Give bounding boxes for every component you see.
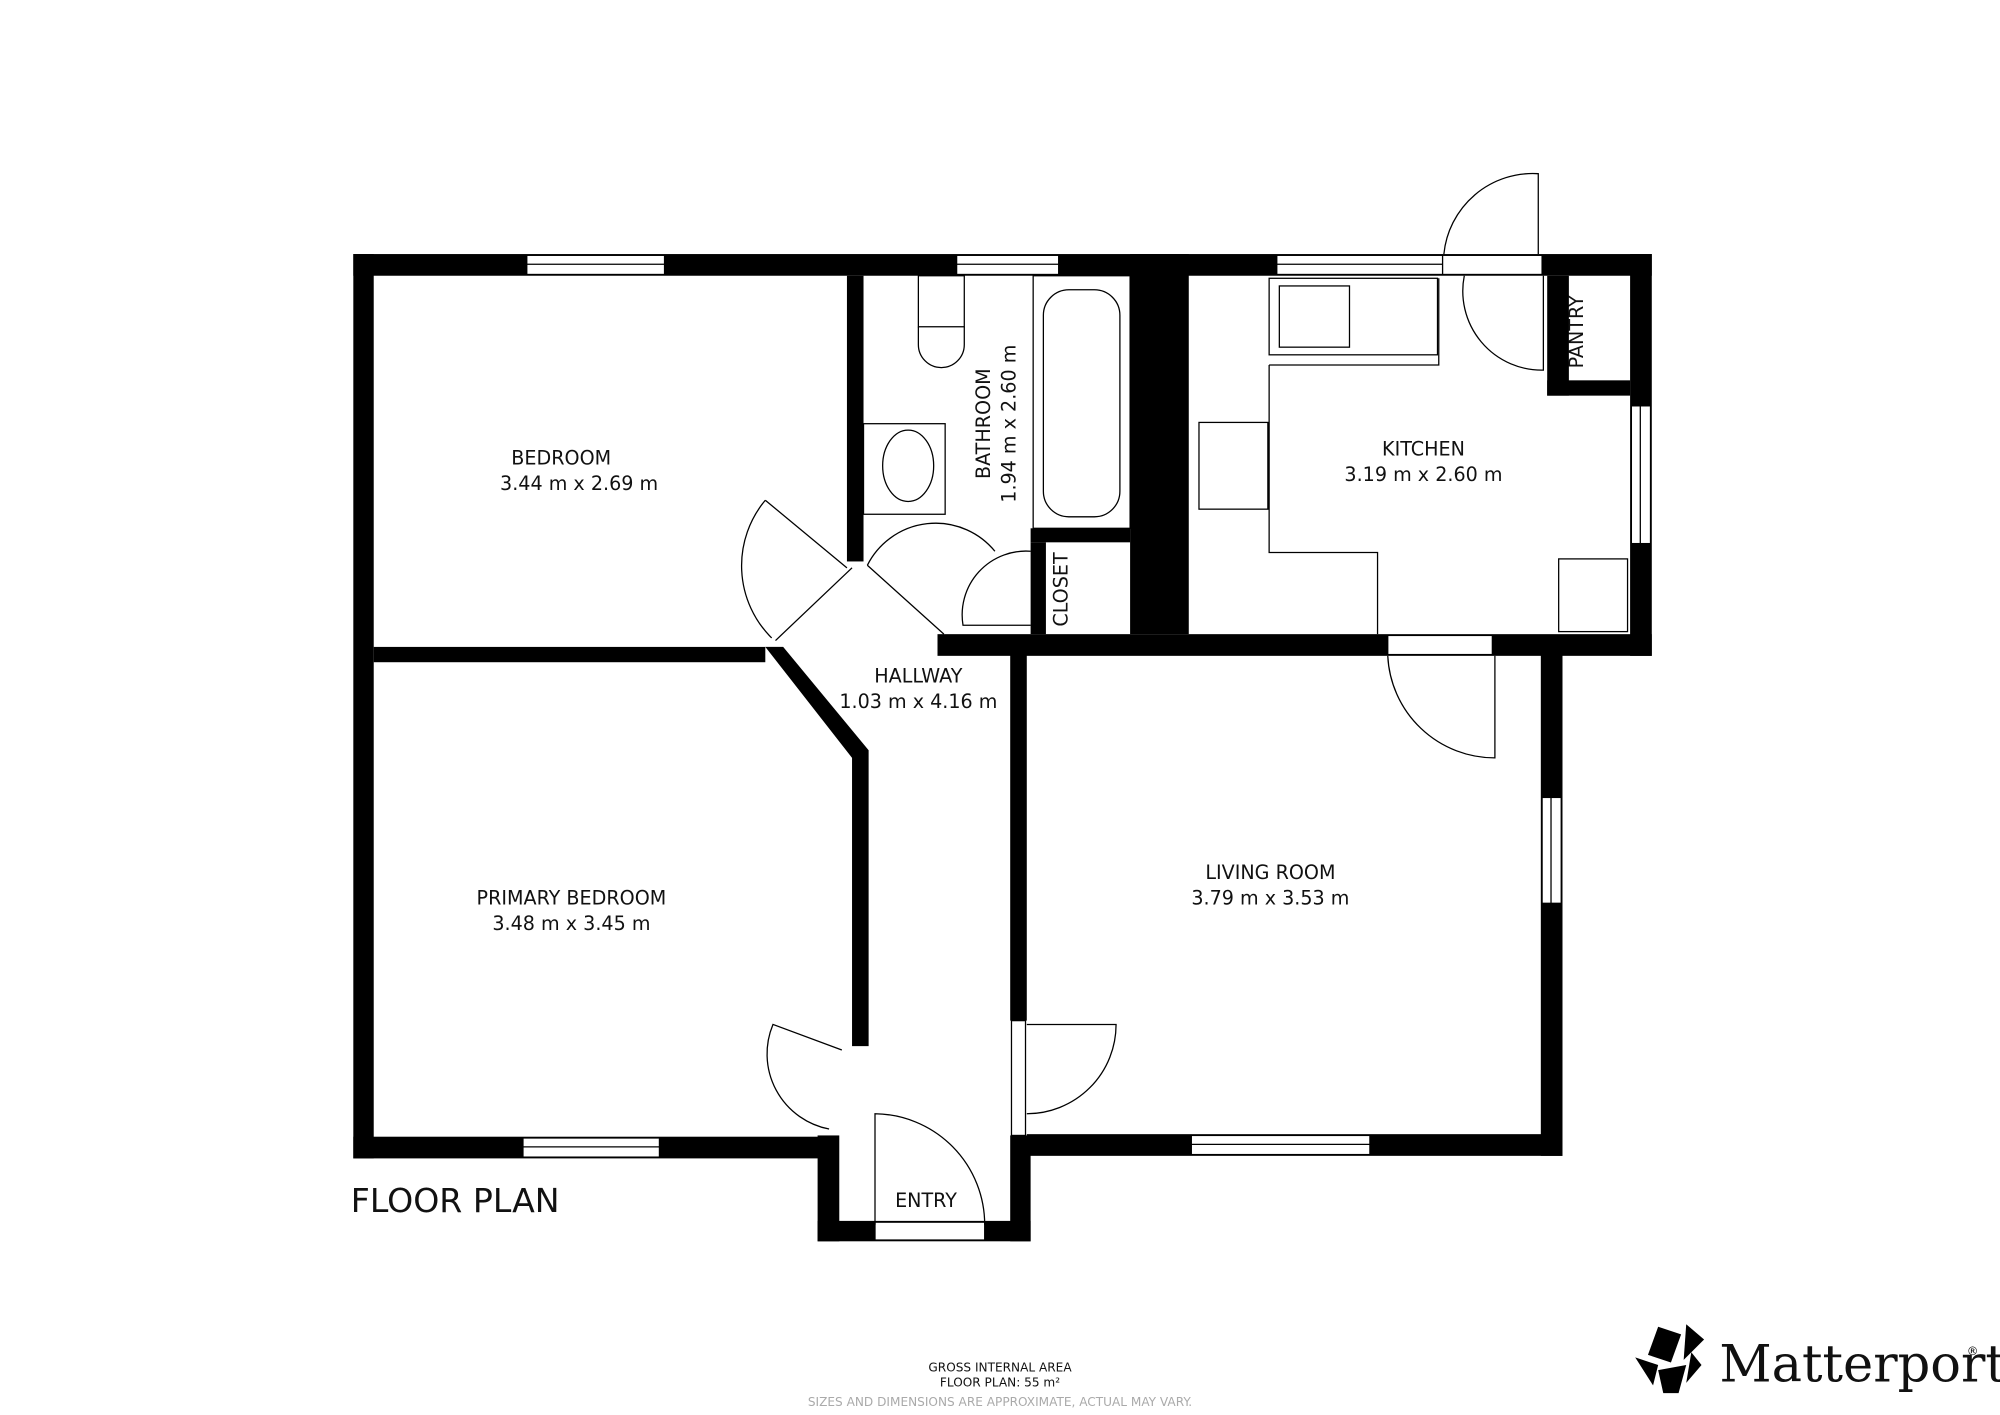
closet-label: CLOSET <box>1050 552 1073 627</box>
registered-mark: ® <box>1967 1344 1978 1358</box>
disclaimer: SIZES AND DIMENSIONS ARE APPROXIMATE, AC… <box>808 1395 1192 1409</box>
brand-name: Matterport <box>1719 1336 2000 1395</box>
hallway-label: HALLWAY <box>874 665 962 688</box>
bathroom-size: 1.94 m x 2.60 m <box>997 345 1020 503</box>
primary-bedroom-label: PRIMARY BEDROOM <box>477 887 667 910</box>
entry-label: ENTRY <box>895 1189 957 1212</box>
windows <box>522 254 1652 1241</box>
hallway-size: 1.03 m x 4.16 m <box>839 690 997 713</box>
walls <box>353 254 1652 1242</box>
primary-bedroom-size: 3.48 m x 3.45 m <box>492 912 650 935</box>
fixtures <box>862 275 1629 635</box>
bedroom-label: BEDROOM <box>511 447 611 470</box>
living-room-size: 3.79 m x 3.53 m <box>1191 887 1349 910</box>
gross-area-label: GROSS INTERNAL AREA <box>928 1360 1072 1374</box>
pantry-label: PANTRY <box>1565 295 1588 368</box>
living-room-label: LIVING ROOM <box>1205 861 1335 884</box>
bathroom-label: BATHROOM <box>972 368 995 479</box>
bedroom-size: 3.44 m x 2.69 m <box>500 472 658 495</box>
kitchen-size: 3.19 m x 2.60 m <box>1344 463 1502 486</box>
room-labels: BEDROOM 3.44 m x 2.69 m BATHROOM 1.94 m … <box>477 295 1588 1212</box>
kitchen-label: KITCHEN <box>1382 438 1465 461</box>
floor-area: FLOOR PLAN: 55 m² <box>940 1376 1060 1390</box>
plan-title: FLOOR PLAN <box>351 1181 560 1220</box>
matterport-logo-icon <box>1635 1324 1705 1394</box>
doors <box>741 172 1545 1225</box>
